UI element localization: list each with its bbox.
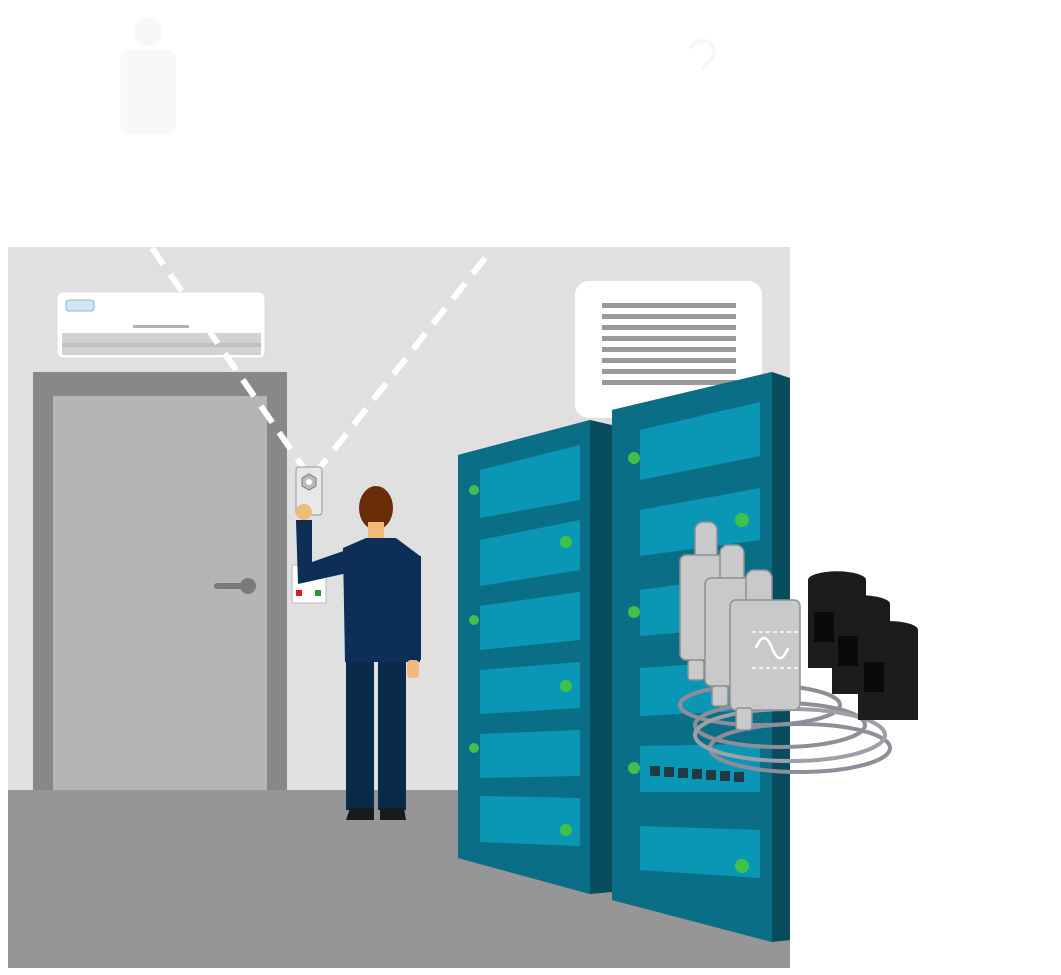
sensor-device [295,466,323,516]
current-transformer-clamps [808,571,918,720]
question-icon [688,38,716,72]
ventilation-grille [575,281,762,418]
current-sensor-nodes [679,521,801,731]
air-conditioner [56,291,266,359]
door [33,372,287,790]
person [296,486,421,820]
door-handle [214,583,248,589]
server-rack-left [458,420,612,894]
person-icon [120,18,176,134]
